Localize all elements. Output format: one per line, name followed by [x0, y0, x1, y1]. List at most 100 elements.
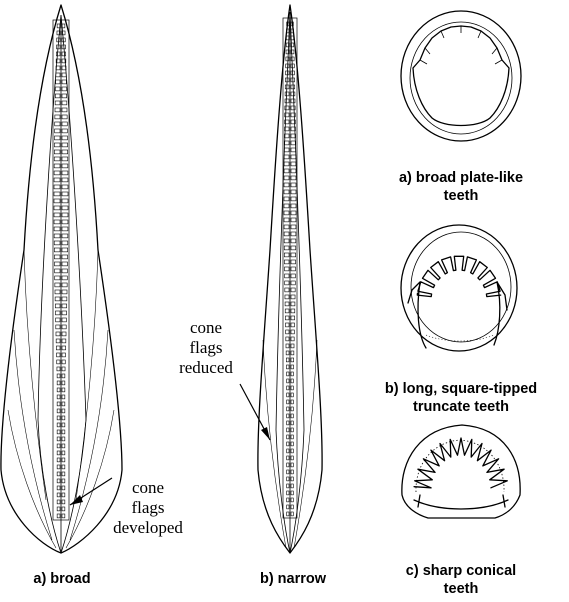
chamber-cell: [55, 87, 60, 91]
aperture-b-caption-line2: truncate teeth: [413, 399, 509, 415]
chamber-cell: [62, 248, 68, 252]
chamber-cell: [62, 514, 65, 518]
chamber-cell: [62, 94, 67, 98]
chamber-cell: [291, 211, 296, 215]
chamber-cell: [291, 148, 296, 152]
chamber-cell: [54, 213, 60, 217]
chamber-cell: [62, 115, 67, 119]
chamber-cell: [287, 505, 289, 509]
chamber-cell: [291, 463, 293, 467]
chamber-cell: [62, 213, 68, 217]
chamber-cell: [62, 493, 65, 497]
chamber-cell: [62, 164, 68, 168]
chamber-cell: [62, 395, 65, 399]
chamber-cell: [286, 330, 289, 334]
chamber-cell: [291, 106, 295, 110]
narrow-annotation-arrowhead: [261, 427, 270, 440]
chamber-cell: [57, 367, 60, 371]
chamber-cell: [284, 253, 289, 257]
aperture-c-caption-line1: c) sharp conical: [406, 563, 516, 579]
narrow-annotation-line2: flags: [189, 338, 222, 357]
chamber-cell: [284, 232, 289, 236]
aperture-a-caption-line2: teeth: [444, 188, 479, 204]
chamber-cell: [62, 52, 66, 56]
aperture-a-teeth: [413, 26, 509, 126]
chamber-cell: [62, 171, 68, 175]
chamber-cell: [285, 99, 289, 103]
chamber-cell: [62, 304, 67, 308]
chamber-cell: [291, 512, 293, 516]
chamber-cell: [57, 500, 60, 504]
chamber-cell: [62, 416, 65, 420]
broad-annotation-line3: developed: [113, 518, 183, 537]
chamber-cell: [62, 143, 68, 147]
chamber-cell: [54, 143, 60, 147]
chamber-cell: [55, 122, 60, 126]
aperture-c: [402, 425, 520, 518]
chamber-cell: [62, 353, 65, 357]
broad-annotation-line2: flags: [131, 498, 164, 517]
chamber-cell: [57, 451, 60, 455]
chamber-cell: [62, 185, 68, 189]
chamber-cell: [284, 183, 289, 187]
chamber-cell: [287, 442, 289, 446]
aperture-b-inner-ring: [411, 232, 511, 342]
chamber-cell: [291, 491, 293, 495]
chamber-cell: [287, 456, 289, 460]
chamber-cell: [62, 290, 67, 294]
chamber-cell: [62, 122, 67, 126]
chamber-cell: [62, 444, 65, 448]
chamber-cell: [284, 211, 289, 215]
chamber-cell: [285, 92, 289, 96]
chamber-cell: [291, 204, 296, 208]
chamber-cell: [291, 239, 296, 243]
chamber-cell: [291, 400, 293, 404]
chamber-cell: [57, 360, 60, 364]
chamber-cell: [62, 360, 65, 364]
chamber-cell: [57, 479, 60, 483]
chamber-cell: [291, 246, 296, 250]
chamber-cell: [62, 269, 67, 273]
chamber-cell: [286, 323, 289, 327]
chamber-cell: [291, 197, 296, 201]
chamber-cell: [62, 101, 67, 105]
chamber-cell: [57, 374, 60, 378]
chamber-cell: [57, 353, 60, 357]
chamber-cell: [291, 99, 295, 103]
chamber-cell: [291, 267, 296, 271]
chamber-cell: [291, 176, 296, 180]
chamber-cell: [62, 108, 67, 112]
chamber-cell: [55, 304, 60, 308]
chamber-cell: [54, 206, 60, 210]
narrow-annotation-line3: reduced: [179, 358, 233, 377]
chamber-cell: [54, 136, 60, 140]
chamber-cell: [291, 253, 296, 257]
chamber-cell: [291, 414, 293, 418]
chamber-cell: [285, 274, 289, 278]
chamber-cell: [56, 346, 60, 350]
chamber-cell: [62, 150, 68, 154]
chamber-cell: [287, 449, 289, 453]
chamber-cell: [57, 423, 60, 427]
chamber-cell: [62, 430, 65, 434]
chamber-cell: [285, 295, 289, 299]
chamber-cell: [291, 435, 293, 439]
chamber-cell: [57, 458, 60, 462]
chamber-cell: [62, 437, 65, 441]
chamber-cell: [62, 486, 65, 490]
narrow-annotation-line1: cone: [190, 318, 222, 337]
aperture-b-caption-line1: b) long, square-tipped: [385, 381, 537, 397]
chamber-cell: [62, 241, 68, 245]
chamber-cell: [291, 477, 293, 481]
chamber-cell: [55, 269, 60, 273]
chamber-cell: [291, 379, 293, 383]
chamber-cell: [291, 449, 293, 453]
chamber-cell: [287, 477, 289, 481]
chamber-cell: [62, 192, 68, 196]
chamber-cell: [56, 325, 60, 329]
chamber-cell: [284, 148, 289, 152]
aperture-c-lip: [414, 495, 508, 509]
chamber-cell: [62, 451, 65, 455]
chamber-cell: [62, 206, 68, 210]
chamber-cell: [57, 486, 60, 490]
